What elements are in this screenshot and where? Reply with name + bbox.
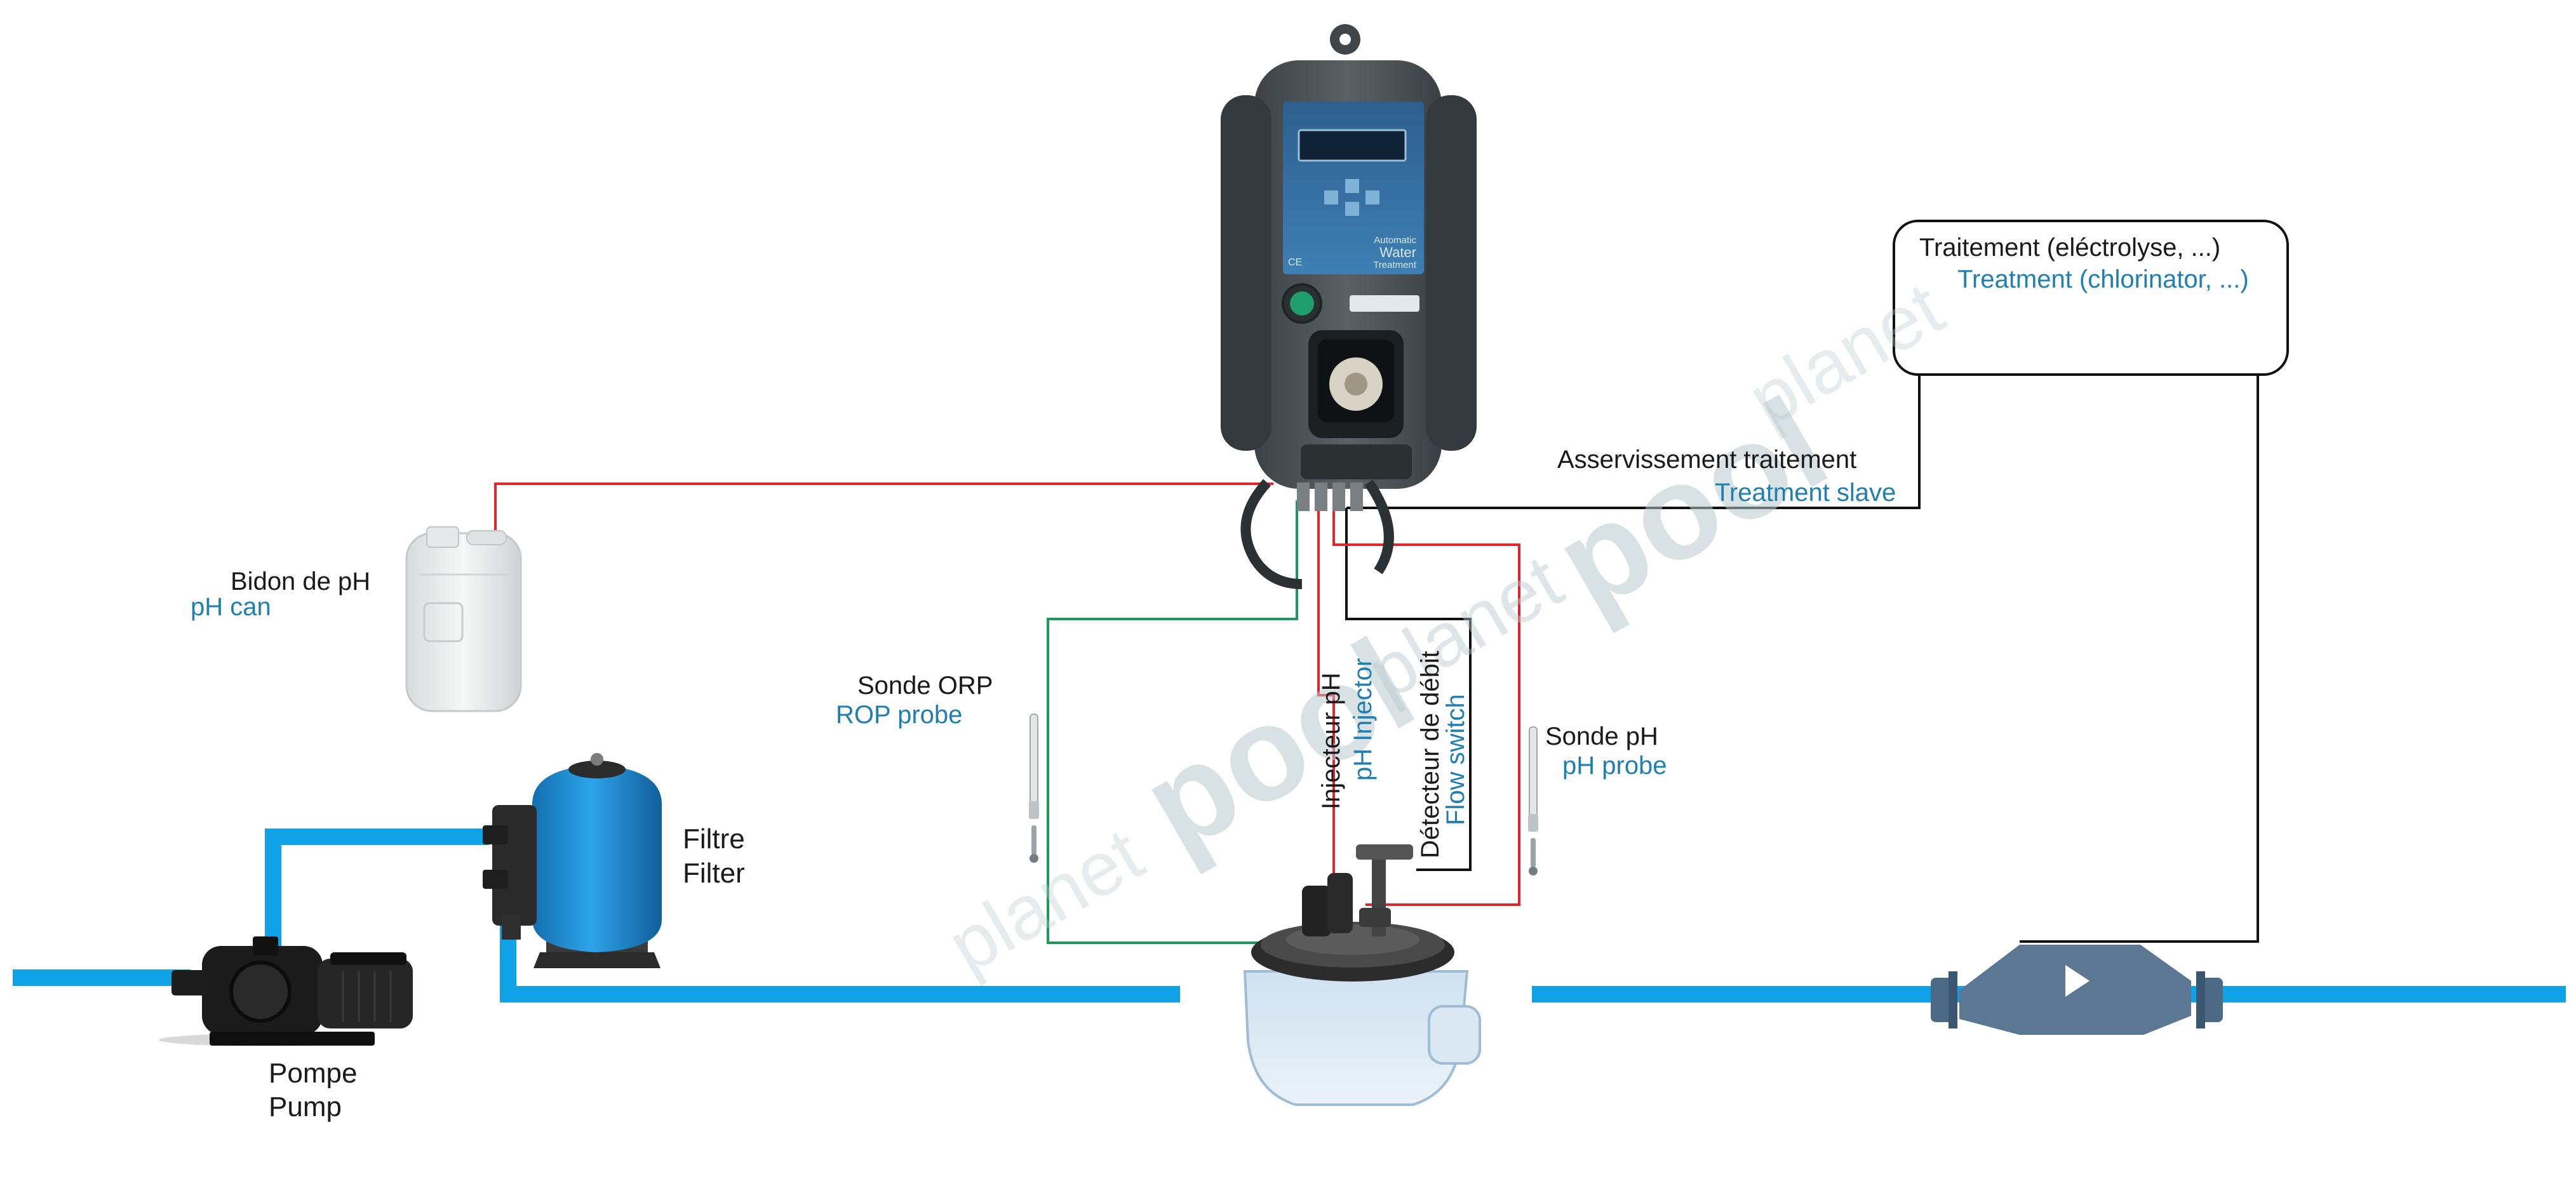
treatment-unit-box (1893, 220, 2289, 376)
label-ph-probe-en: pH probe (1562, 752, 1667, 780)
filter-illustration (483, 753, 662, 968)
label-treatment-slave-fr: Asservissement traitement (1557, 446, 1857, 474)
wire-ph-can (494, 483, 1273, 536)
label-treatment-fr: Traitement (eléctrolyse, ...) (1919, 234, 2221, 262)
orp-probe-illustration (1029, 714, 1039, 863)
label-filter-en: Filter (683, 858, 745, 889)
controller-device (1221, 24, 1477, 589)
label-ph-injector-fr: Injecteur pH (1317, 672, 1345, 809)
chlorinator-cell (1931, 945, 2223, 1035)
label-filter-fr: Filtre (683, 823, 745, 855)
label-pump-en: Pump (269, 1091, 342, 1122)
label-ph-can-fr: Bidon de pH (231, 568, 371, 596)
wire-treatment-cell (2020, 375, 2259, 943)
label-ph-injector-en: pH Injector (1349, 658, 1377, 781)
ph-can-illustration (405, 526, 522, 712)
label-ph-can-en: pH can (191, 593, 271, 621)
wire-ph-injector (1317, 508, 1335, 902)
ph-probe-illustration (1528, 726, 1538, 875)
label-treatment-en: Treatment (chlorinator, ...) (1957, 265, 2249, 293)
injection-chamber (1243, 844, 1481, 1106)
label-flow-switch-en: Flow switch (1442, 694, 1470, 825)
panel-line-3: Treatment (1373, 260, 1416, 270)
panel-line-1: Automatic (1374, 235, 1416, 246)
label-treatment-slave-en: Treatment slave (1715, 479, 1896, 507)
wire-ph-probe (1332, 508, 1520, 906)
ce-mark: CE (1288, 257, 1303, 268)
pipe-pump-to-filter (265, 829, 489, 952)
pump-illustration (159, 936, 413, 1046)
device-panel-text: Automatic Water Treatment (1346, 235, 1416, 270)
label-ph-probe-fr: Sonde pH (1545, 722, 1658, 750)
panel-line-2: Water (1379, 244, 1416, 260)
label-orp-probe-fr: Sonde ORP (857, 672, 993, 700)
wire-treatment-slave (1346, 375, 1921, 509)
wire-flow-switch (1345, 508, 1472, 871)
label-orp-probe-en: ROP probe (836, 701, 963, 729)
label-pump-fr: Pompe (269, 1058, 358, 1089)
